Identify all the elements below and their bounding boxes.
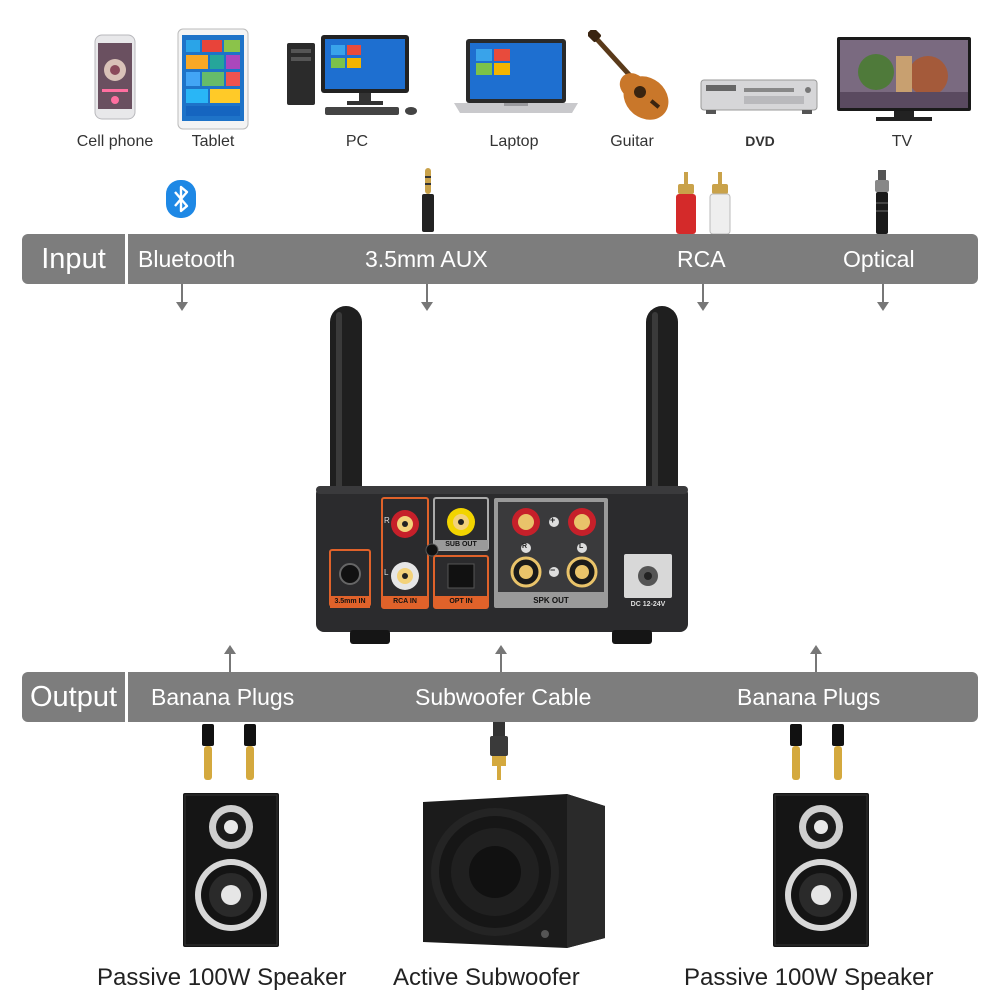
port-label-spk-l: L: [579, 543, 584, 550]
output-bar-divider: [125, 672, 128, 722]
tv-icon: [836, 36, 972, 122]
source-label-laptop: Laptop: [489, 133, 539, 150]
passive-speaker-right-icon: [773, 793, 869, 947]
arrow-down-icon: [877, 284, 889, 311]
port-label-aux: 3.5mm IN: [334, 598, 366, 605]
output-heading: Output: [29, 681, 118, 713]
source-label-dvd: DVD: [745, 133, 775, 149]
bluetooth-icon: [166, 180, 196, 218]
arrow-up-icon: [495, 645, 507, 674]
source-label-tv: TV: [891, 133, 913, 150]
arrow-up-icon: [224, 645, 236, 674]
port-label-plus: +: [550, 515, 556, 525]
banana-plugs-icon: [196, 724, 264, 782]
port-label-spk-r: R: [522, 543, 528, 550]
source-label-tablet: Tablet: [191, 133, 235, 150]
active-subwoofer-icon: [417, 792, 607, 950]
port-label-rca-l: L: [384, 568, 389, 577]
output-label-left-speaker: Passive 100W Speaker: [97, 964, 347, 991]
port-label-spk: SPK OUT: [533, 596, 569, 605]
port-label-rca: RCA IN: [393, 598, 417, 605]
output-item-banana-left: Banana Plugs: [151, 684, 295, 710]
rca-plugs-icon: [672, 172, 736, 234]
output-item-subwoofer-cable: Subwoofer Cable: [415, 684, 592, 710]
aux-plug-icon: [418, 168, 438, 234]
input-bar: Input Bluetooth 3.5mm AUX RCA Optical: [22, 234, 978, 284]
port-label-minus: −: [550, 565, 556, 575]
port-label-sub: SUB OUT: [445, 541, 477, 548]
arrow-up-icon: [810, 645, 822, 674]
arrow-down-icon: [176, 284, 188, 311]
tablet-icon: [177, 28, 249, 130]
arrow-down-icon: [421, 284, 433, 311]
input-item-optical: Optical: [843, 246, 915, 272]
source-label-guitar: Guitar: [610, 133, 654, 150]
input-bar-divider: [125, 234, 128, 284]
laptop-icon: [452, 37, 580, 117]
input-item-rca: RCA: [677, 246, 726, 272]
arrow-down-icon: [697, 284, 709, 311]
cell-phone-icon: [94, 34, 136, 120]
input-item-aux: 3.5mm AUX: [365, 246, 488, 272]
output-bar: Output Banana Plugs Subwoofer Cable Bana…: [22, 672, 978, 722]
source-label-pc: PC: [345, 133, 369, 150]
passive-speaker-left-icon: [183, 793, 279, 947]
optical-plug-icon: [870, 170, 894, 234]
output-label-subwoofer: Active Subwoofer: [393, 964, 580, 991]
dvd-player-icon: [700, 76, 818, 118]
subwoofer-cable-plug-icon: [484, 722, 514, 782]
input-item-bluetooth: Bluetooth: [138, 246, 236, 272]
port-label-dc: DC 12-24V: [630, 601, 666, 608]
banana-plugs-icon: [784, 724, 852, 782]
output-item-banana-right: Banana Plugs: [737, 684, 881, 710]
guitar-icon: [588, 30, 678, 125]
amplifier: 3.5mm IN RCA IN SUB OUT OPT IN SPK OUT D…: [312, 300, 692, 652]
port-label-opt: OPT IN: [449, 598, 473, 605]
input-heading: Input: [41, 243, 106, 275]
pc-icon: [285, 33, 425, 117]
port-label-rca-r: R: [384, 516, 390, 525]
source-label-cell-phone: Cell phone: [76, 133, 154, 150]
output-label-right-speaker: Passive 100W Speaker: [684, 964, 934, 991]
